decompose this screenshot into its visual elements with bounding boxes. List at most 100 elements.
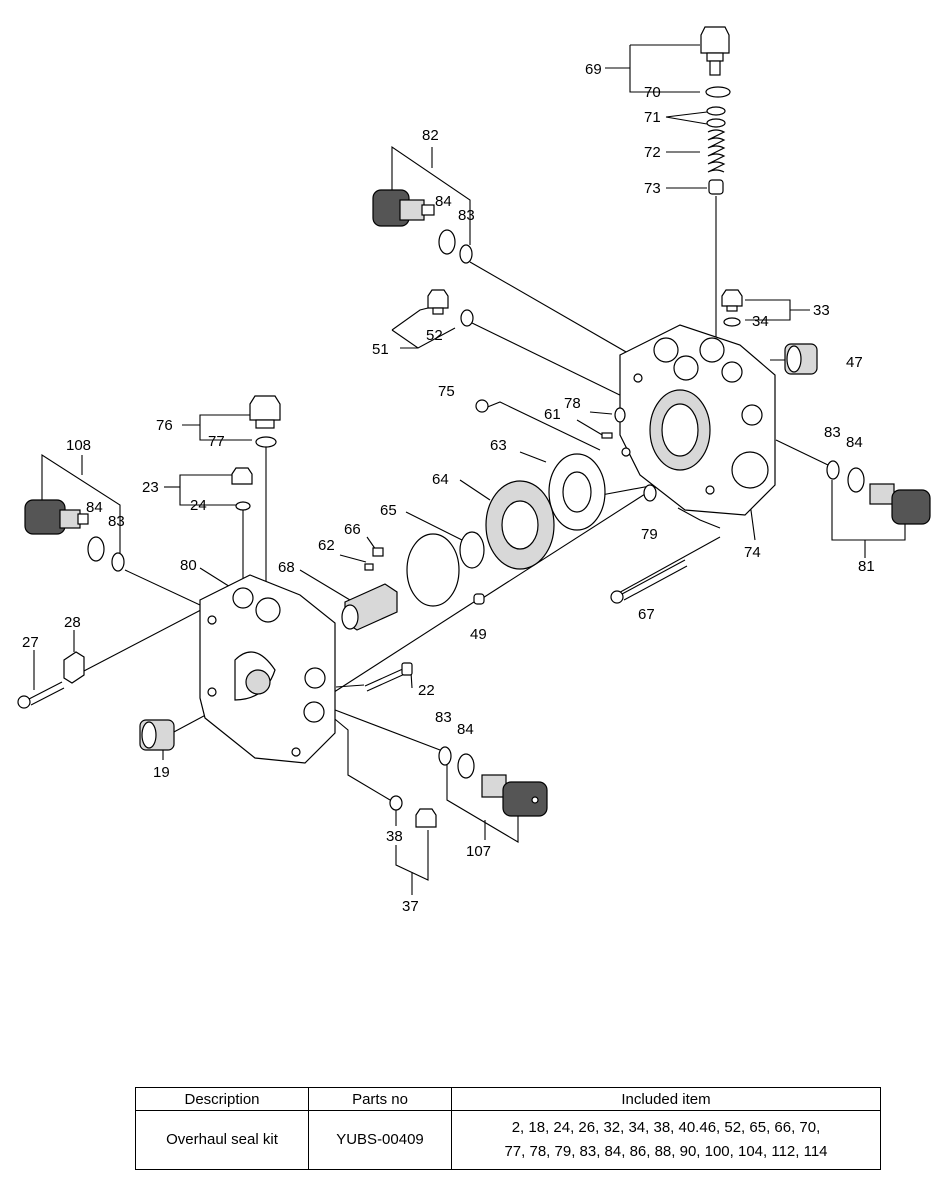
part-o-ring-84-bottom: [457, 753, 475, 779]
exploded-parts-diagram: 69 70 71 72 73 82 84 83 33 34 47 51 52 7…: [17, 26, 931, 915]
part-pin-61: [601, 432, 613, 439]
callout-70: 70: [644, 84, 661, 101]
leader-lines: [33, 44, 906, 895]
included-items-line-2: 77, 78, 79, 83, 84, 86, 88, 90, 100, 104…: [504, 1143, 828, 1160]
callout-38: 38: [386, 828, 403, 845]
part-o-ring-77: [255, 436, 277, 448]
part-washer-71b: [706, 118, 726, 128]
part-bearing-19: [139, 719, 175, 751]
part-pin-66: [372, 547, 384, 557]
part-spring-72: [707, 129, 726, 173]
part-front-cover-80: [199, 574, 336, 764]
part-relief-valve-81: [869, 483, 931, 525]
part-o-ring-83-left: [111, 552, 125, 572]
part-bolt-22: [364, 662, 413, 692]
callout-22: 22: [418, 682, 435, 699]
part-bearing-47: [784, 343, 818, 375]
part-o-ring-52: [460, 309, 474, 327]
part-plug-76: [249, 395, 281, 429]
part-o-ring-38: [389, 795, 403, 811]
callout-79: 79: [641, 526, 658, 543]
callout-72: 72: [644, 144, 661, 161]
table-row: Overhaul seal kit YUBS-00409 2, 18, 24, …: [135, 1110, 881, 1170]
callout-107: 107: [466, 843, 491, 860]
callout-68: 68: [278, 559, 295, 576]
overhaul-kit-table: Description Parts no Included item Overh…: [135, 1087, 881, 1170]
part-relief-valve-82: [372, 189, 435, 227]
part-rear-cover-74: [619, 324, 776, 516]
callout-83: 83: [458, 207, 475, 224]
part-plug-37: [415, 808, 437, 828]
callout-83-bottom: 83: [435, 709, 452, 726]
callout-78: 78: [564, 395, 581, 412]
callout-69: 69: [585, 61, 602, 78]
part-gear-ring-64: [485, 480, 555, 570]
part-relief-valve-107: [481, 774, 548, 817]
callout-108: 108: [66, 437, 91, 454]
callout-84-bottom: 84: [457, 721, 474, 738]
callout-83-left: 83: [108, 513, 125, 530]
part-o-ring-83-bottom: [438, 746, 452, 766]
callout-47: 47: [846, 354, 863, 371]
part-plate-28: [63, 651, 85, 684]
part-plug-33: [721, 289, 743, 312]
callout-64: 64: [432, 471, 449, 488]
callout-76: 76: [156, 417, 173, 434]
part-plug-51: [427, 289, 449, 315]
part-gear-63: [548, 453, 606, 531]
callout-24: 24: [190, 497, 207, 514]
callout-23: 23: [142, 479, 159, 496]
callout-63: 63: [490, 437, 507, 454]
cell-parts-no: YUBS-00409: [308, 1110, 452, 1170]
header-parts-no: Parts no: [308, 1087, 452, 1111]
part-plug-23: [231, 467, 253, 485]
part-washer-71a: [706, 106, 726, 116]
callout-65: 65: [380, 502, 397, 519]
callout-73: 73: [644, 180, 661, 197]
part-o-ring-24: [235, 501, 251, 511]
part-o-ring-65b: [406, 533, 460, 607]
callout-71: 71: [644, 109, 661, 126]
callout-19: 19: [153, 764, 170, 781]
part-bolt-67: [610, 559, 688, 604]
callout-84: 84: [435, 193, 452, 210]
callout-67: 67: [638, 606, 655, 623]
part-pin-62: [364, 563, 374, 571]
kit-table-header-row: Description Parts no Included item: [135, 1087, 881, 1111]
callout-61: 61: [544, 406, 561, 423]
callout-84-right: 84: [846, 434, 863, 451]
part-o-ring-65a: [459, 531, 485, 569]
callout-28: 28: [64, 614, 81, 631]
part-o-ring-78: [614, 407, 626, 423]
part-o-ring-84-right: [847, 467, 865, 493]
callout-62: 62: [318, 537, 335, 554]
callout-27: 27: [22, 634, 39, 651]
callouts: 69 70 71 72 73 82 84 83 33 34 47 51 52 7…: [22, 61, 875, 915]
callout-74: 74: [744, 544, 761, 561]
part-o-ring-79: [643, 484, 657, 502]
callout-33: 33: [813, 302, 830, 319]
part-relief-valve-108: [24, 499, 89, 535]
callout-77: 77: [208, 433, 225, 450]
part-pin-49: [473, 593, 485, 605]
part-bolt-69: [700, 26, 730, 76]
callout-34: 34: [752, 313, 769, 330]
callout-82: 82: [422, 127, 439, 144]
callout-51: 51: [372, 341, 389, 358]
header-included-item: Included item: [451, 1087, 881, 1111]
callout-80: 80: [180, 557, 197, 574]
callout-81: 81: [858, 558, 875, 575]
cell-included-items: 2, 18, 24, 26, 32, 34, 38, 40.46, 52, 65…: [451, 1110, 881, 1170]
callout-83-right: 83: [824, 424, 841, 441]
callout-52: 52: [426, 327, 443, 344]
part-o-ring-84-left: [87, 536, 105, 562]
part-o-ring-34: [723, 317, 741, 327]
cell-description: Overhaul seal kit: [135, 1110, 309, 1170]
included-items-line-1: 2, 18, 24, 26, 32, 34, 38, 40.46, 52, 65…: [511, 1119, 821, 1136]
part-poppet-73: [708, 179, 724, 195]
part-bolt-75: [475, 399, 489, 413]
callout-37: 37: [402, 898, 419, 915]
part-o-ring-70: [705, 86, 731, 98]
part-o-ring-83-right: [826, 460, 840, 480]
part-o-ring-83-top: [459, 244, 473, 264]
